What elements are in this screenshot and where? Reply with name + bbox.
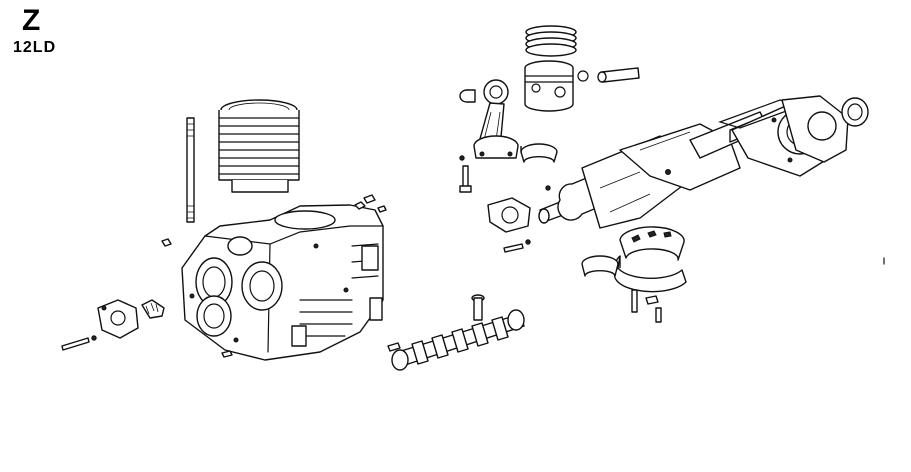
crankcase bbox=[181, 204, 384, 361]
center-bearing-cap-lower bbox=[613, 255, 687, 293]
cap-bolts bbox=[631, 289, 662, 323]
center-bearing-cap-upper bbox=[619, 226, 685, 261]
piston-pin bbox=[597, 67, 640, 83]
cylinder-stud bbox=[186, 117, 195, 223]
circlips bbox=[531, 70, 589, 93]
piston-rings bbox=[525, 25, 577, 57]
small-end-bushing bbox=[459, 89, 476, 103]
main-bearing-shells bbox=[581, 255, 619, 277]
cylinder-barrel bbox=[218, 99, 300, 193]
oil-seal bbox=[841, 97, 869, 127]
small-fasteners bbox=[161, 194, 387, 358]
support-bolt bbox=[503, 185, 551, 253]
front-bearing-support bbox=[487, 197, 531, 233]
connecting-rod bbox=[473, 79, 519, 159]
piston bbox=[524, 60, 574, 112]
tappet bbox=[471, 294, 485, 321]
engine-model-label: 12LD bbox=[13, 39, 57, 56]
rod-bearing-shells bbox=[520, 143, 558, 163]
section-code: Z bbox=[22, 4, 41, 37]
oil-pump bbox=[97, 299, 165, 339]
camshaft bbox=[387, 309, 525, 371]
rear-cover bbox=[781, 95, 849, 163]
rod-bolt bbox=[459, 155, 472, 193]
pump-bolt bbox=[61, 335, 97, 351]
